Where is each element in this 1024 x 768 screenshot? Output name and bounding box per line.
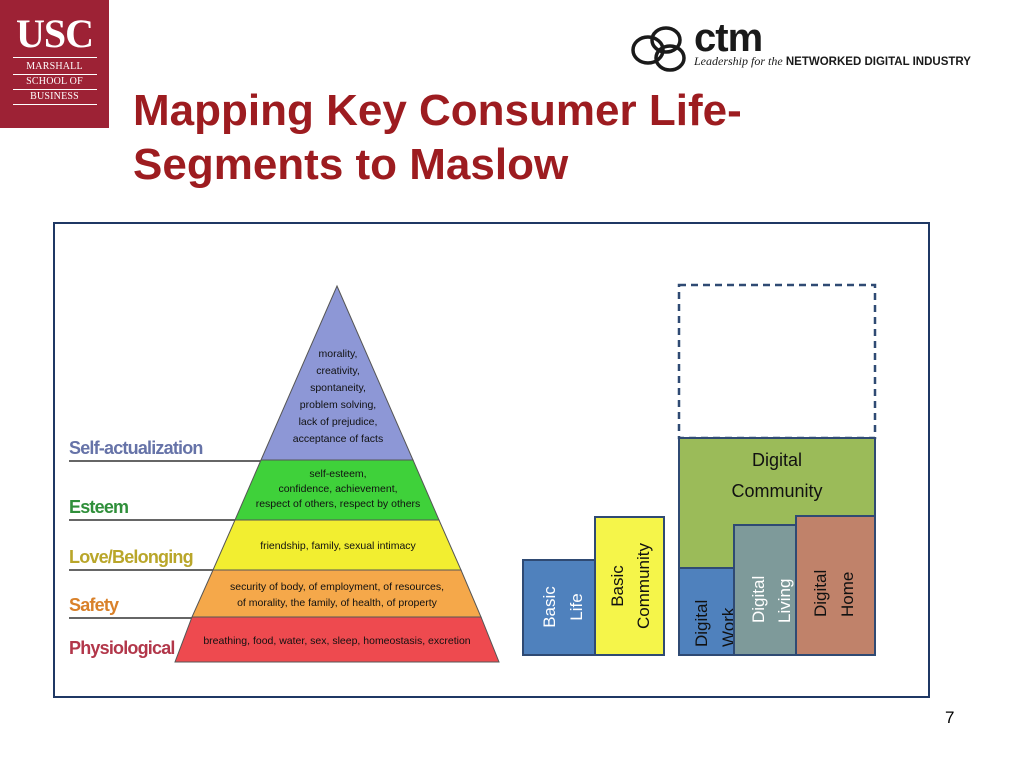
segment-basic-community — [594, 516, 665, 656]
ctm-tagline: Leadership for the NETWORKED DIGITAL IND… — [694, 54, 971, 69]
segment-digital-community-line-2: Community — [731, 481, 822, 501]
self-actualization-text-2: creativity, — [316, 365, 360, 377]
self-actualization-text-1: morality, — [319, 348, 358, 360]
segment-digital-home — [795, 515, 876, 656]
pyramid-band-safety — [191, 569, 482, 618]
segment-digital-work-line-2: Work — [719, 607, 738, 647]
level-label-esteem: Esteem — [69, 497, 128, 517]
pyramid-band-physiological — [174, 616, 500, 663]
esteem-text-1: self-esteem, — [309, 468, 366, 480]
usc-logo-rule — [12, 89, 97, 90]
level-separator-lines — [69, 460, 270, 619]
safety-text-1: security of body, of employment, of reso… — [230, 581, 444, 593]
usc-logo-line-1: MARSHALL — [26, 61, 83, 72]
esteem-text-3: respect of others, respect by others — [256, 498, 421, 510]
self-actualization-text-4: problem solving, — [300, 399, 376, 411]
segment-basic-community-line-2: Community — [634, 543, 653, 629]
ctm-tagline-italic: Leadership for the — [694, 54, 783, 68]
segment-basic-life-line-1: Basic — [540, 586, 559, 628]
safety-text-2: of morality, the family, of health, of p… — [237, 597, 438, 609]
slide-title: Mapping Key Consumer Life-Segments to Ma… — [133, 86, 742, 189]
level-label-self-actualization: Self-actualization — [69, 438, 203, 458]
esteem-text-2: confidence, achievement, — [278, 483, 397, 495]
usc-logo-rule — [12, 74, 97, 75]
maslow-diagram: morality, creativity, spontaneity, probl… — [69, 283, 877, 663]
segment-digital-living — [733, 524, 801, 656]
usc-logo-line-2: SCHOOL OF — [26, 76, 83, 87]
level-label-physiological: Physiological — [69, 638, 175, 658]
segment-digital-home-line-1: Digital — [811, 570, 830, 617]
ctm-tagline-bold: NETWORKED DIGITAL INDUSTRY — [785, 56, 971, 68]
level-label-safety: Safety — [69, 595, 119, 615]
usc-marshall-logo: USC MARSHALL SCHOOL OF BUSINESS — [0, 0, 109, 128]
segment-digital-community-line-1: Digital — [752, 450, 802, 470]
self-actualization-text-5: lack of prejudice, — [299, 416, 378, 428]
segment-digital-work — [678, 567, 736, 656]
usc-logo-text: USC — [15, 11, 94, 56]
physiological-text-1: breathing, food, water, sex, sleep, home… — [203, 635, 470, 647]
usc-logo-rule — [12, 104, 97, 105]
love-belonging-text-1: friendship, family, sexual intimacy — [260, 540, 416, 552]
segment-digital-living-line-2: Living — [775, 579, 794, 623]
empty-dashed-segment — [677, 283, 877, 440]
self-actualization-text-3: spontaneity, — [310, 382, 366, 394]
segment-basic-life — [522, 559, 597, 656]
segment-digital-home-line-2: Home — [838, 572, 857, 617]
segment-digital-work-line-1: Digital — [692, 600, 711, 647]
usc-logo-line-3: BUSINESS — [30, 91, 79, 102]
page-number: 7 — [945, 708, 955, 727]
self-actualization-text-6: acceptance of facts — [293, 433, 383, 445]
level-label-love-belonging: Love/Belonging — [69, 547, 193, 567]
segment-basic-life-line-2: Life — [567, 593, 586, 620]
ctm-wordmark: ctm — [694, 16, 763, 60]
ctm-logo: ctm Leadership for the NETWORKED DIGITAL… — [628, 18, 988, 78]
ctm-rings-icon — [631, 26, 686, 72]
segment-digital-living-line-1: Digital — [749, 576, 768, 623]
segment-basic-community-line-1: Basic — [608, 565, 627, 607]
diagram-frame: morality, creativity, spontaneity, probl… — [53, 222, 930, 698]
usc-logo-rule — [12, 57, 97, 58]
